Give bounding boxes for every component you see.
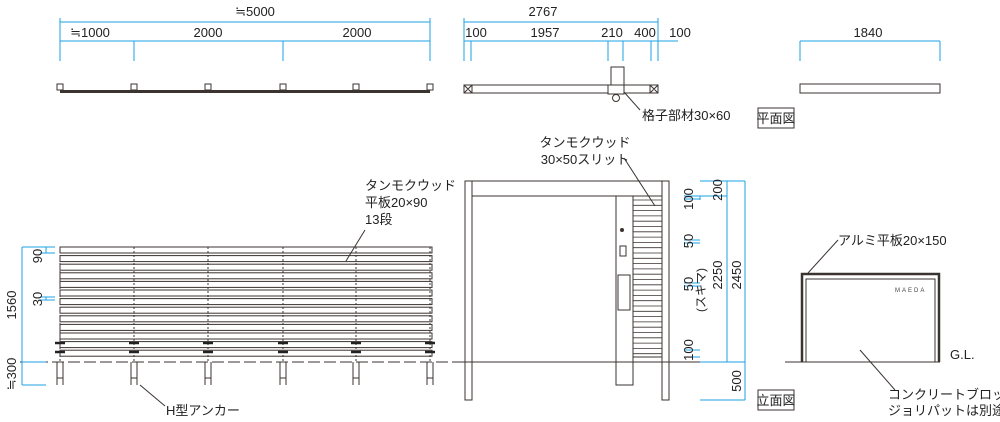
- dim-s4: 100: [681, 339, 696, 361]
- slit-label-2: 30×50スリット: [541, 152, 630, 167]
- dim-height: 1560: [4, 291, 19, 320]
- slat: [59, 289, 433, 297]
- h-anchor: [56, 362, 64, 385]
- dim-height: 2250: [710, 261, 725, 290]
- h-anchor: [279, 362, 287, 385]
- dim-1: ≒1000: [70, 25, 110, 40]
- dim-1: 100: [465, 25, 487, 40]
- frame-beam: [463, 84, 659, 94]
- gl-label: G.L.: [950, 347, 975, 362]
- post-plan: [130, 83, 138, 91]
- post-plan: [56, 83, 64, 91]
- bracket: [203, 341, 213, 354]
- slat: [59, 263, 433, 271]
- plan-mid: 2767 100 1957 210 400 100 格子部材30×60: [463, 4, 731, 123]
- dim: 1840: [854, 25, 883, 40]
- top-beam: [464, 180, 670, 197]
- wall-plan: [799, 83, 941, 94]
- slit-panel: [632, 195, 663, 358]
- h-anchor: [426, 362, 434, 385]
- elev-right: MAEDA アルミ平板20×150 G.L. コンクリートブロック ジョリパット…: [785, 233, 1000, 418]
- dim-2: 2000: [194, 25, 223, 40]
- svg-text:平面図: 平面図: [756, 111, 795, 126]
- dim-top: 200: [710, 179, 725, 201]
- post-plan: [204, 83, 212, 91]
- fence-beam: [60, 90, 430, 93]
- brand-logo: MAEDA: [895, 288, 926, 294]
- slat: [59, 349, 433, 357]
- dim-gap: 30: [30, 292, 45, 306]
- plan-right: 1840: [799, 25, 941, 94]
- bracket: [55, 341, 65, 354]
- slat: [59, 255, 433, 263]
- post-plan: [279, 83, 287, 91]
- slat: [59, 280, 433, 288]
- slat: [59, 246, 433, 254]
- nameplate: [619, 245, 627, 257]
- plan-title: 平面図: [756, 107, 796, 129]
- mailbox: [617, 274, 631, 311]
- post: [610, 66, 625, 88]
- dim-s1: 100: [681, 188, 696, 210]
- member-label: 格子部材30×60: [642, 108, 731, 123]
- plan-left: ≒5000 ≒1000 2000 2000: [56, 4, 434, 93]
- svg-text:立面図: 立面図: [756, 393, 795, 408]
- slat: [59, 315, 433, 323]
- bracket: [425, 341, 435, 354]
- dim-s3: 50: [681, 277, 696, 291]
- dim-board: 90: [30, 249, 45, 263]
- slat-label-2: 平板20×90: [365, 195, 428, 210]
- dim-5: 100: [669, 25, 691, 40]
- dim-total: 2767: [529, 4, 558, 19]
- slit-label-1: タンモクウッド: [539, 135, 630, 150]
- plate-label: アルミ平板20×150: [838, 233, 947, 248]
- post-plan: [352, 83, 360, 91]
- slat-label-1: タンモクウッド: [365, 178, 456, 193]
- slat: [59, 306, 433, 314]
- dim-3: 2000: [343, 25, 372, 40]
- slat-label-3: 13段: [365, 212, 392, 227]
- dim-3: 210: [601, 25, 623, 40]
- right-post: [661, 180, 670, 401]
- h-anchor: [352, 362, 360, 385]
- note-2: ジョリパットは別途: [888, 403, 1000, 418]
- h-anchor: [204, 362, 212, 385]
- dim-2: 1957: [531, 25, 560, 40]
- slat: [59, 341, 433, 349]
- slat: [59, 298, 433, 306]
- dim-total: 2450: [729, 261, 744, 290]
- elev-left: 1560 ≒300 90 30 タンモクウッド 平板20×90 13段 H型アン…: [4, 178, 460, 418]
- slat: [59, 323, 433, 331]
- dim-footing: 500: [729, 370, 744, 392]
- dim-4: 400: [634, 25, 656, 40]
- slat: [59, 332, 433, 340]
- dim-total: ≒5000: [235, 4, 275, 19]
- left-post: [464, 180, 473, 401]
- slat: [59, 272, 433, 280]
- post-plan: [426, 83, 434, 91]
- dim-s2: 50: [681, 234, 696, 248]
- bracket: [278, 341, 288, 354]
- bracket: [129, 341, 139, 354]
- intercom-icon: [612, 94, 620, 102]
- intercom-icon: [620, 228, 624, 232]
- note-1: コンクリートブロック: [888, 387, 1000, 402]
- dim-depth: ≒300: [4, 358, 19, 391]
- elev-title: 立面図: [756, 389, 796, 411]
- anchor-label: H型アンカー: [166, 403, 240, 418]
- bracket: [351, 341, 361, 354]
- h-anchor: [130, 362, 138, 385]
- gap-note: (スキマ): [694, 268, 708, 312]
- post-base: [607, 84, 625, 95]
- elev-mid: 200 2250 2450 500 100 50 50 (スキマ) 100 タン…: [452, 135, 746, 401]
